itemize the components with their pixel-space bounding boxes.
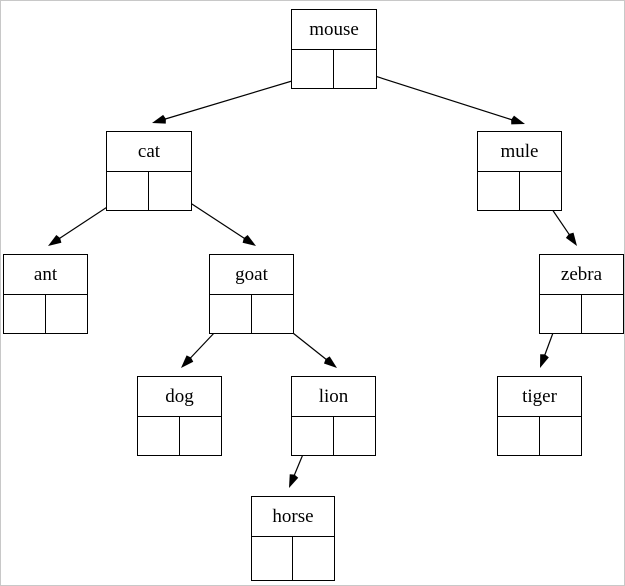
node-left-pointer-horse[interactable] xyxy=(252,537,293,580)
node-right-pointer-horse[interactable] xyxy=(293,537,334,580)
node-pointers-ant xyxy=(4,295,87,333)
node-right-pointer-tiger[interactable] xyxy=(540,417,582,455)
tree-node-zebra[interactable]: zebra xyxy=(539,254,624,334)
node-left-pointer-lion[interactable] xyxy=(292,417,334,455)
node-label-lion: lion xyxy=(292,377,375,417)
tree-node-tiger[interactable]: tiger xyxy=(497,376,582,456)
tree-edge-mouse-to-mule xyxy=(352,68,525,125)
node-right-pointer-zebra[interactable] xyxy=(582,295,624,333)
tree-node-dog[interactable]: dog xyxy=(137,376,222,456)
node-right-pointer-cat[interactable] xyxy=(149,172,191,210)
tree-edge-mouse-to-cat xyxy=(152,74,313,124)
node-right-pointer-mule[interactable] xyxy=(520,172,562,210)
node-left-pointer-mule[interactable] xyxy=(478,172,520,210)
tree-node-mouse[interactable]: mouse xyxy=(291,9,377,89)
node-label-mouse: mouse xyxy=(292,10,376,50)
node-right-pointer-mouse[interactable] xyxy=(334,50,376,88)
node-label-ant: ant xyxy=(4,255,87,295)
node-label-goat: goat xyxy=(210,255,293,295)
node-right-pointer-goat[interactable] xyxy=(252,295,294,333)
node-pointers-lion xyxy=(292,417,375,455)
node-label-dog: dog xyxy=(138,377,221,417)
node-left-pointer-tiger[interactable] xyxy=(498,417,540,455)
node-label-mule: mule xyxy=(478,132,561,172)
tree-node-horse[interactable]: horse xyxy=(251,496,335,581)
node-right-pointer-dog[interactable] xyxy=(180,417,222,455)
tree-node-ant[interactable]: ant xyxy=(3,254,88,334)
node-label-cat: cat xyxy=(107,132,191,172)
node-pointers-mule xyxy=(478,172,561,210)
tree-node-cat[interactable]: cat xyxy=(106,131,192,211)
node-left-pointer-ant[interactable] xyxy=(4,295,46,333)
tree-node-goat[interactable]: goat xyxy=(209,254,294,334)
node-pointers-zebra xyxy=(540,295,623,333)
node-label-horse: horse xyxy=(252,497,334,537)
node-label-tiger: tiger xyxy=(498,377,581,417)
node-left-pointer-zebra[interactable] xyxy=(540,295,582,333)
node-pointers-horse xyxy=(252,537,334,580)
node-pointers-mouse xyxy=(292,50,376,88)
tree-node-mule[interactable]: mule xyxy=(477,131,562,211)
node-right-pointer-ant[interactable] xyxy=(46,295,88,333)
node-left-pointer-goat[interactable] xyxy=(210,295,252,333)
node-left-pointer-cat[interactable] xyxy=(107,172,149,210)
node-left-pointer-dog[interactable] xyxy=(138,417,180,455)
node-pointers-dog xyxy=(138,417,221,455)
node-pointers-goat xyxy=(210,295,293,333)
node-label-zebra: zebra xyxy=(540,255,623,295)
node-pointers-tiger xyxy=(498,417,581,455)
tree-node-lion[interactable]: lion xyxy=(291,376,376,456)
node-pointers-cat xyxy=(107,172,191,210)
node-right-pointer-lion[interactable] xyxy=(334,417,376,455)
node-left-pointer-mouse[interactable] xyxy=(292,50,334,88)
